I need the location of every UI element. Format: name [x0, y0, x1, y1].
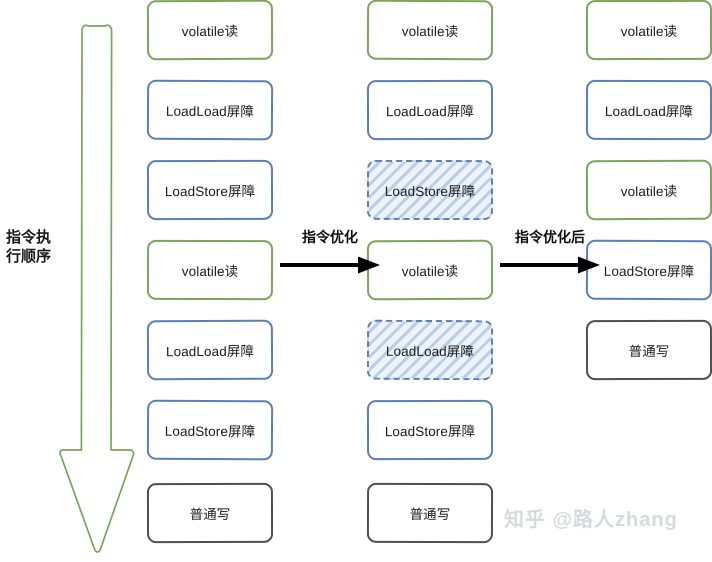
node-box: LoadStore屏障 — [146, 399, 274, 461]
node-label: volatile读 — [401, 23, 459, 40]
node-box: LoadLoad屏障 — [146, 79, 274, 141]
node-label: LoadLoad屏障 — [165, 103, 255, 120]
node-label: LoadStore屏障 — [384, 183, 476, 200]
node-box: volatile读 — [585, 0, 712, 61]
node-label: volatile读 — [181, 263, 239, 280]
transition-optimize-label: 指令优化 — [302, 229, 358, 245]
node-label: LoadStore屏障 — [164, 183, 256, 200]
node-box: LoadLoad屏障 — [366, 319, 494, 381]
node-label: LoadStore屏障 — [384, 423, 476, 440]
node-label: volatile读 — [620, 23, 678, 40]
node-box: LoadStore屏障 — [366, 399, 494, 461]
node-label: LoadLoad屏障 — [165, 343, 255, 360]
watermark: 知乎 @路人zhang — [504, 509, 678, 531]
node-label: LoadLoad屏障 — [385, 103, 475, 120]
node-label: volatile读 — [181, 23, 239, 40]
node-box: LoadStore屏障 — [585, 239, 712, 301]
node-box: volatile读 — [366, 0, 494, 61]
node-box: LoadStore屏障 — [366, 159, 494, 221]
node-box: volatile读 — [366, 239, 494, 301]
node-box: volatile读 — [585, 159, 712, 221]
node-label: LoadLoad屏障 — [604, 103, 694, 120]
transition-optimized-label: 指令优化后 — [515, 229, 585, 245]
execution-order-label-line2: 行顺序 — [6, 248, 52, 265]
transition-optimized: 指令优化后 — [496, 228, 604, 284]
right-arrow-icon — [278, 252, 382, 283]
node-label: LoadStore屏障 — [164, 423, 256, 440]
node-box: 普通写 — [585, 319, 712, 381]
node-label: volatile读 — [620, 183, 678, 200]
node-box: volatile读 — [146, 0, 274, 61]
node-box: LoadLoad屏障 — [585, 79, 712, 141]
node-label: LoadStore屏障 — [603, 263, 695, 280]
transition-optimize: 指令优化 — [276, 228, 384, 284]
node-box: volatile读 — [146, 239, 274, 301]
node-label: volatile读 — [401, 263, 459, 280]
node-label: 普通写 — [409, 506, 451, 523]
node-box: 普通写 — [146, 482, 274, 544]
node-label: 普通写 — [189, 506, 231, 523]
execution-order-label-line1: 指令执 — [6, 229, 52, 246]
execution-order-label: 指令执 行顺序 — [6, 228, 72, 266]
node-label: LoadLoad屏障 — [385, 343, 475, 360]
node-box: LoadLoad屏障 — [146, 319, 274, 381]
node-label: 普通写 — [628, 343, 670, 360]
node-box: LoadStore屏障 — [146, 159, 274, 221]
down-arrow-icon — [58, 18, 136, 556]
node-box: LoadLoad屏障 — [366, 79, 494, 141]
right-arrow-icon — [498, 252, 602, 283]
node-box: 普通写 — [366, 482, 494, 544]
